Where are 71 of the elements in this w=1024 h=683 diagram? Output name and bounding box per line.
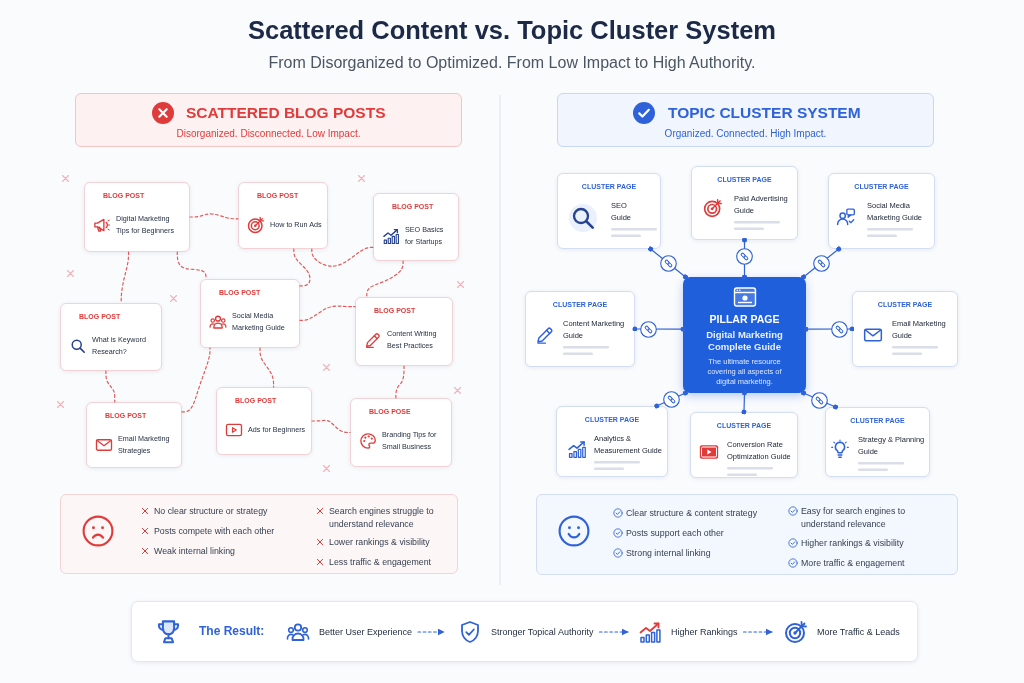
pillar-page-card [683, 277, 806, 393]
dashed-connector [259, 347, 275, 388]
page-type-label: PILLAR PAGE [709, 313, 780, 326]
main-title: Scattered Content vs. Topic Cluster System [247, 15, 777, 46]
result-heading: The Result: [199, 623, 265, 639]
dashed-connector [311, 246, 374, 267]
connector-line [801, 246, 842, 280]
header-banner [75, 93, 462, 147]
blog-post-card [238, 182, 328, 249]
connector-line [632, 326, 686, 332]
result-step-label: Better User Experience [319, 627, 413, 637]
result-bar [131, 601, 918, 662]
dashed-connector [293, 248, 311, 287]
summary-point: Lower rankings & visibility [329, 536, 431, 549]
page-title: Digital Marketing Complete Guide [705, 329, 784, 352]
blog-post-card [86, 402, 182, 468]
connector-line [801, 390, 838, 410]
cluster-page-card [556, 406, 668, 477]
dashed-connector [176, 251, 207, 280]
blog-post-card [60, 303, 162, 371]
connector-line [648, 246, 688, 280]
summary-point: Posts support each other [626, 527, 725, 540]
dashed-arrow [598, 628, 629, 636]
dashed-connector [311, 419, 351, 434]
cluster-page-card [691, 166, 798, 240]
dashed-connector [105, 370, 116, 403]
blog-post-card [216, 387, 312, 455]
dashed-connector [299, 305, 356, 321]
result-step-label: Higher Rankings [671, 627, 738, 637]
summary-point: Easy for search engines to understand relevance [801, 505, 907, 530]
cluster-page-card [557, 173, 661, 249]
connector-line [741, 390, 747, 415]
summary-point: Posts compete with each other [154, 525, 276, 538]
section-heading: TOPIC CLUSTER SYSTEM [668, 103, 861, 123]
subtitle: From Disorganized to Optimized. From Low Impact to High Authority. [268, 53, 756, 73]
blog-post-card [373, 193, 459, 261]
result-step-label: Stronger Topical Authority [491, 627, 594, 637]
dashed-arrow [417, 628, 445, 636]
connector-line [654, 390, 688, 409]
dashed-connector [189, 213, 239, 220]
dashed-connector [395, 365, 405, 399]
cluster-page-card [525, 291, 635, 367]
cluster-page-card [852, 291, 958, 367]
dashed-arrow [742, 628, 773, 636]
cluster-page-card [828, 173, 935, 249]
section-tagline: Disorganized. Disconnected. Low Impact. [176, 127, 361, 140]
dashed-connector [181, 347, 211, 413]
blog-post-card [200, 279, 300, 348]
summary-point: Weak internal linking [154, 545, 236, 558]
blog-post-card [355, 297, 453, 366]
connector-line [803, 326, 855, 332]
section-heading: SCATTERED BLOG POSTS [186, 103, 386, 123]
cluster-page-card [690, 412, 798, 478]
header-banner [557, 93, 934, 147]
dashed-connector [366, 260, 404, 298]
connector-line [742, 237, 747, 280]
summary-point: More traffic & engagement [801, 557, 906, 570]
summary-point: No clear structure or strategy [154, 505, 269, 518]
summary-panel [60, 494, 458, 574]
summary-point: Less traffic & engagement [329, 556, 433, 569]
summary-point: Search engines struggle to understand relevance [329, 505, 435, 530]
summary-point: Strong internal linking [626, 547, 712, 560]
dashed-connector [120, 251, 130, 304]
section-tagline: Organized. Connected. High Impact. [664, 127, 827, 140]
summary-panel [536, 494, 958, 575]
result-step-label: More Traffic & Leads [817, 627, 900, 637]
summary-point: Clear structure & content strategy [626, 507, 759, 520]
blog-post-card [84, 182, 190, 252]
cluster-page-card [825, 407, 930, 477]
summary-point: Higher rankings & visibility [801, 537, 905, 550]
blog-post-card [350, 398, 452, 467]
